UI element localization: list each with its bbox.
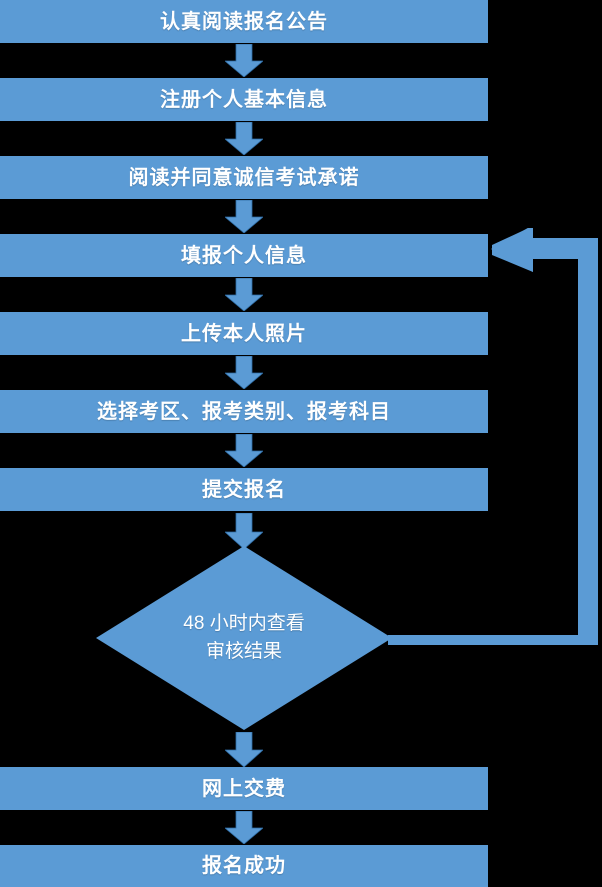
flow-node-label: 上传本人照片	[181, 322, 307, 345]
down-arrow-icon	[225, 200, 263, 233]
flow-node-submit-application[interactable]: 提交报名	[0, 468, 488, 511]
down-arrow-icon	[225, 122, 263, 155]
flow-node-label: 选择考区、报考类别、报考科目	[97, 400, 391, 423]
flow-node-register-basic-info[interactable]: 注册个人基本信息	[0, 78, 488, 121]
down-arrow-icon	[225, 356, 263, 389]
down-arrow-icon	[225, 732, 263, 767]
flow-node-online-payment[interactable]: 网上交费	[0, 767, 488, 810]
flow-node-label: 阅读并同意诚信考试承诺	[128, 166, 360, 189]
flow-node-label: 提交报名	[202, 478, 286, 501]
flow-node-label: 网上交费	[202, 777, 286, 800]
feedback-loop-connector	[380, 228, 602, 653]
flow-node-fill-personal-info[interactable]: 填报个人信息	[0, 234, 488, 277]
flow-node-upload-photo[interactable]: 上传本人照片	[0, 312, 488, 355]
flow-node-label: 注册个人基本信息	[160, 88, 328, 111]
flow-node-label: 填报个人信息	[181, 244, 307, 267]
down-arrow-icon	[225, 434, 263, 467]
down-arrow-icon	[225, 513, 263, 549]
flow-node-select-exam-area-category-subject[interactable]: 选择考区、报考类别、报考科目	[0, 390, 488, 433]
flow-node-check-review-result[interactable]: 48 小时内查看 审核结果	[96, 546, 392, 730]
down-arrow-icon	[225, 278, 263, 311]
flow-node-accept-integrity-pledge[interactable]: 阅读并同意诚信考试承诺	[0, 156, 488, 199]
down-arrow-icon	[225, 811, 263, 844]
flow-node-label: 认真阅读报名公告	[160, 10, 328, 33]
flow-node-registration-success[interactable]: 报名成功	[0, 845, 488, 887]
flow-node-label: 报名成功	[202, 855, 286, 877]
flow-node-read-announcement[interactable]: 认真阅读报名公告	[0, 0, 488, 43]
down-arrow-icon	[225, 44, 263, 77]
